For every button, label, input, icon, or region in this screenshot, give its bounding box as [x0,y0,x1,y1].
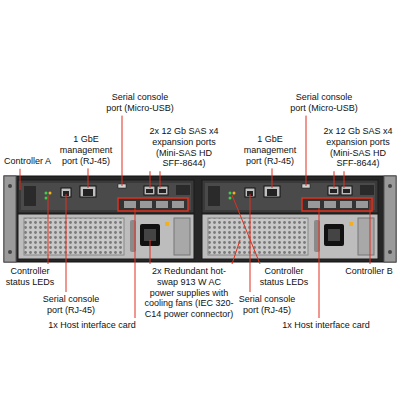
leader-line [150,240,151,264]
callout-label: 2x Redundant hot-swap 913 W AC power sup… [144,266,234,320]
callout-label: Serial console port (RJ-45) [40,294,102,316]
leader-line [250,194,251,292]
leader-line [272,168,273,188]
callout-label: Controller B [342,266,396,277]
callout-label: Serial console port (Micro-USB) [105,92,175,114]
callout-label: Controller A [4,156,56,167]
leader-line [306,116,307,186]
callout-label: 1 GbE management port (RJ-45) [58,134,114,166]
leader-line [122,116,123,186]
leader-line [150,171,151,188]
callout-label: 2x 12 Gb SAS x4 expansion ports (Mini-SA… [322,126,394,169]
leader-line [232,240,240,264]
leader-line [370,200,371,264]
leader-line [48,195,49,264]
leader-line [160,171,161,188]
callout-label: 1 GbE management port (RJ-45) [242,134,298,166]
callout-label: 1x Host interface card [40,320,144,331]
leader-line [344,171,345,188]
callout-label: Serial console port (Micro-USB) [289,92,359,114]
leader-line [334,171,335,188]
callout-label: 2x 12 Gb SAS x4 expansion ports (Mini-SA… [148,126,220,169]
leader-line [20,169,21,190]
callout-label: Controller status LEDs [4,266,56,288]
callout-label: 1x Host interface card [274,320,378,331]
callout-label: Controller status LEDs [258,266,310,288]
leader-line [135,208,136,318]
leader-line [88,168,89,188]
callout-label: Serial console port (RJ-45) [236,294,298,316]
leader-line [319,208,320,318]
leader-line [66,194,67,292]
leader-line [232,195,260,264]
